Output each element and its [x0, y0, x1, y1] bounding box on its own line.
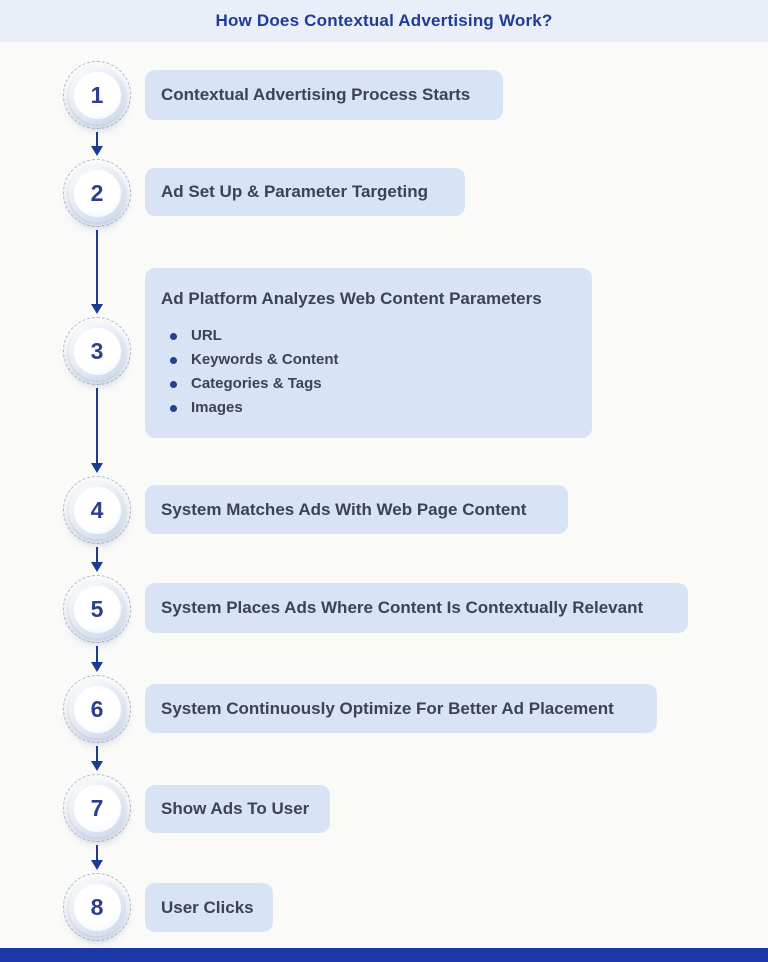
step-circle-6: 6 [63, 675, 131, 743]
step-label: User Clicks [161, 897, 254, 917]
step-circle-7-inner: 7 [73, 784, 121, 832]
parameter-list: URL Keywords & Content Categories & Tags… [161, 324, 576, 420]
step-label: Show Ads To User [161, 799, 310, 818]
step-circle-3-inner: 3 [73, 327, 121, 375]
step-circle-2-inner: 2 [73, 169, 121, 217]
step-circle-7-ring: 7 [68, 779, 126, 837]
step-circle-2-ring: 2 [68, 164, 126, 222]
step-number: 2 [90, 179, 104, 206]
step-card-2: Ad Set Up & Parameter Targeting [145, 168, 465, 216]
step-circle-5: 5 [63, 575, 131, 643]
step-label: Ad Platform Analyzes Web Content Paramet… [161, 289, 542, 308]
bullet-item: Images [161, 396, 576, 420]
step-card-1: Contextual Advertising Process Starts [145, 70, 503, 120]
step-circle-7: 7 [63, 774, 131, 842]
bullet-item: Categories & Tags [161, 372, 576, 396]
step-label: Ad Set Up & Parameter Targeting [161, 182, 429, 201]
step-circle-6-ring: 6 [68, 680, 126, 738]
step-number: 5 [90, 595, 104, 622]
step-label: System Places Ads Where Content Is Conte… [161, 598, 644, 617]
step-circle-1: 1 [63, 61, 131, 129]
step-card-7: Show Ads To User [145, 785, 330, 833]
step-card-3: Ad Platform Analyzes Web Content Paramet… [145, 268, 592, 438]
flow-arrow-down-icon [89, 547, 105, 572]
step-number: 6 [90, 695, 104, 722]
flow-arrow-down-icon [89, 646, 105, 672]
footer-accent-bar [0, 948, 768, 962]
step-circle-5-ring: 5 [68, 580, 126, 638]
step-label: System Continuously Optimize For Better … [161, 698, 614, 718]
flow-arrow-down-icon [89, 746, 105, 771]
step-number: 1 [90, 81, 104, 108]
bullet-label: URL [191, 327, 222, 344]
bullet-dot-icon [170, 357, 177, 364]
flow-arrow-down-icon [89, 388, 105, 473]
step-number: 7 [90, 794, 104, 821]
bullet-dot-icon [170, 381, 177, 388]
step-number: 3 [90, 337, 104, 364]
step-circle-2: 2 [63, 159, 131, 227]
step-card-5: System Places Ads Where Content Is Conte… [145, 583, 688, 633]
step-card-6: System Continuously Optimize For Better … [145, 684, 657, 733]
step-label: Contextual Advertising Process Starts [161, 85, 471, 104]
flow-arrow-down-icon [89, 230, 105, 314]
step-circle-1-inner: 1 [73, 71, 121, 119]
step-card-8: User Clicks [145, 883, 273, 932]
step-circle-8-ring: 8 [68, 878, 126, 936]
bullet-dot-icon [170, 333, 177, 340]
step-circle-8-inner: 8 [73, 883, 121, 931]
step-circle-8: 8 [63, 873, 131, 941]
step-circle-4: 4 [63, 476, 131, 544]
flow-arrow-down-icon [89, 845, 105, 870]
step-card-4: System Matches Ads With Web Page Content [145, 485, 568, 534]
step-circle-4-ring: 4 [68, 481, 126, 539]
step-circle-5-inner: 5 [73, 585, 121, 633]
step-circle-3: 3 [63, 317, 131, 385]
step-circle-4-inner: 4 [73, 486, 121, 534]
bullet-label: Keywords & Content [191, 351, 339, 368]
page-title: How Does Contextual Advertising Work? [215, 11, 553, 30]
step-label: System Matches Ads With Web Page Content [161, 499, 527, 519]
bullet-label: Categories & Tags [191, 375, 322, 392]
header-banner: How Does Contextual Advertising Work? [0, 0, 768, 42]
step-circle-1-ring: 1 [68, 66, 126, 124]
bullet-item: Keywords & Content [161, 348, 576, 372]
step-number: 4 [90, 496, 104, 523]
bullet-dot-icon [170, 405, 177, 412]
step-number: 8 [90, 893, 104, 920]
bullet-label: Images [191, 399, 243, 416]
bullet-item: URL [161, 324, 576, 348]
step-circle-3-ring: 3 [68, 322, 126, 380]
step-circle-6-inner: 6 [73, 685, 121, 733]
flow-arrow-down-icon [89, 132, 105, 156]
